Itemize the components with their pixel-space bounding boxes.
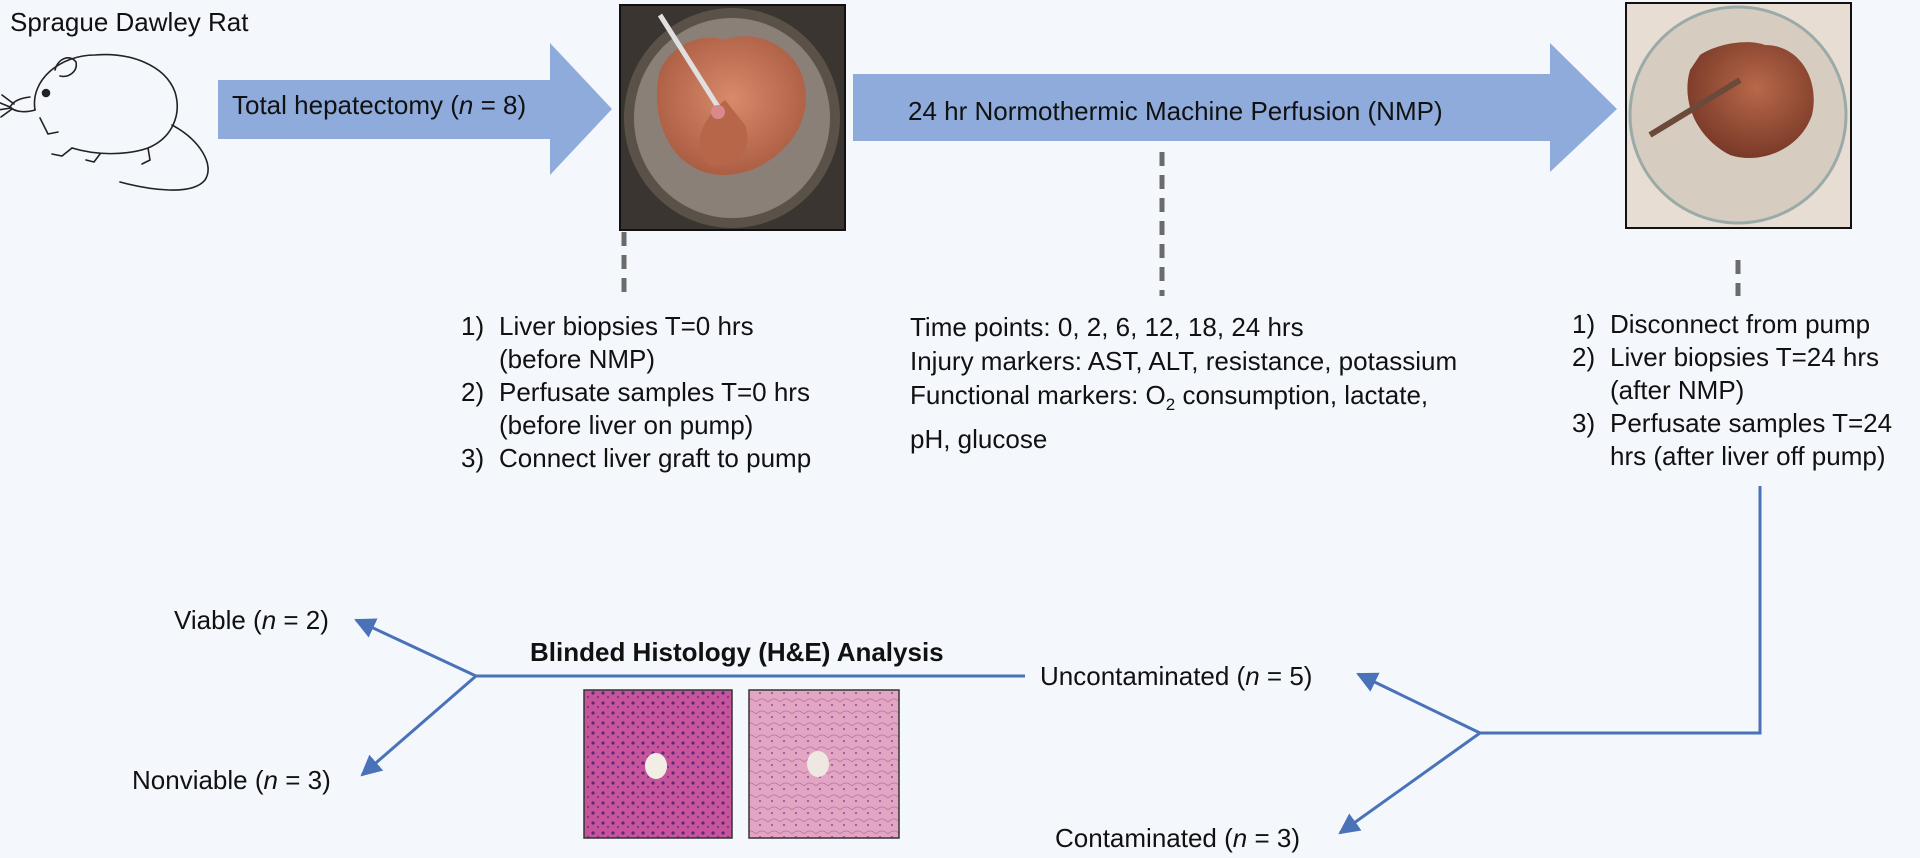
species-label: Sprague Dawley Rat — [10, 7, 249, 37]
uncontaminated-label: Uncontaminated (n = 5) — [1040, 661, 1313, 691]
injury-markers-text: Injury markers: AST, ALT, resistance, po… — [910, 346, 1458, 376]
functional-markers-line2: pH, glucose — [910, 424, 1048, 455]
nmp-arrow — [853, 43, 1617, 172]
arrow-to-contaminated — [1338, 731, 1481, 835]
rat-icon — [0, 53, 209, 191]
arrow-to-viable — [354, 618, 477, 678]
pre-nmp-list: 1)Liver biopsies T=0 hrs(before NMP) 2)P… — [461, 310, 811, 475]
list-item: 1)Liver biopsies T=0 hrs(before NMP) — [461, 311, 754, 374]
arrow-to-uncontaminated — [1356, 672, 1481, 735]
list-item: 2)Liver biopsies T=24 hrs(after NMP) — [1572, 342, 1880, 405]
nmp-label: 24 hr Normothermic Machine Perfusion (NM… — [908, 96, 1443, 126]
histology-viable-image — [583, 689, 733, 839]
list-item: 2)Perfusate samples T=0 hrs(before liver… — [461, 377, 810, 440]
hepatectomy-label: Total hepatectomy (n = 8) — [232, 90, 527, 120]
nmp-details: Time points: 0, 2, 6, 12, 18, 24 hrs Inj… — [910, 310, 1457, 456]
post-nmp-list: 1)Disconnect from pump 2)Liver biopsies … — [1572, 308, 1892, 473]
viable-label: Viable (n = 2) — [174, 605, 329, 635]
time-points-text: Time points: 0, 2, 6, 12, 18, 24 hrs — [910, 312, 1304, 342]
histology-title: Blinded Histology (H&E) Analysis — [530, 637, 944, 667]
histology-nonviable-image — [748, 689, 900, 839]
list-item: 3)Connect liver graft to pump — [461, 443, 812, 473]
contaminated-label: Contaminated (n = 3) — [1055, 823, 1300, 853]
hepatectomy-arrow — [218, 43, 612, 175]
route-line-post — [1480, 486, 1762, 735]
arrow-to-nonviable — [360, 674, 477, 777]
liver-photo-before — [619, 4, 846, 231]
functional-markers-text: Functional markers: O2 consumption, lact… — [910, 380, 1429, 415]
list-item: 1)Disconnect from pump — [1572, 309, 1871, 339]
liver-photo-after — [1625, 2, 1852, 229]
nonviable-label: Nonviable (n = 3) — [132, 765, 331, 795]
